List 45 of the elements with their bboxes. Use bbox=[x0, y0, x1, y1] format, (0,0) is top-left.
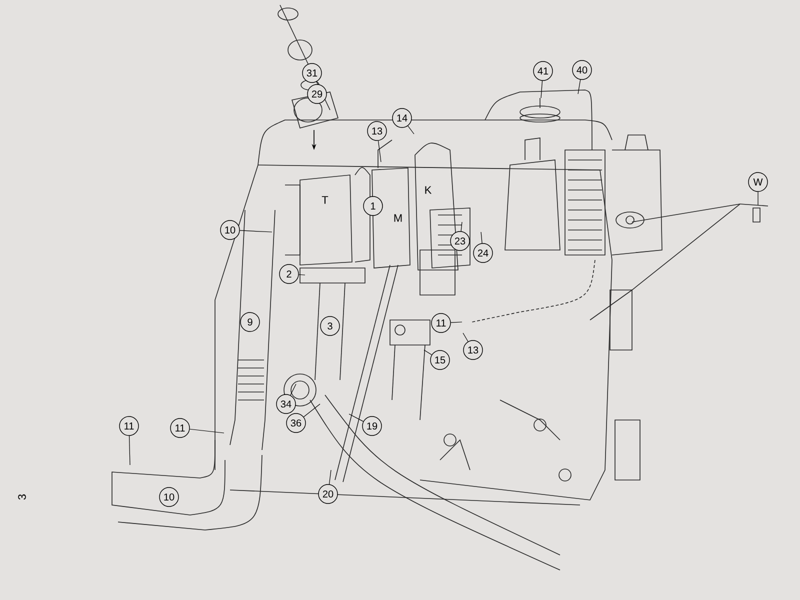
callout-number: 24 bbox=[473, 243, 493, 263]
leader-line bbox=[189, 428, 224, 434]
callout-number: 11 bbox=[170, 418, 190, 438]
part-letter: 3 bbox=[18, 494, 26, 500]
callout-number: 3 bbox=[320, 316, 340, 336]
leader-line bbox=[328, 470, 332, 485]
callout-number: 15 bbox=[430, 350, 450, 370]
callout-number: 41 bbox=[533, 61, 553, 81]
callout-number: 13 bbox=[367, 121, 387, 141]
callout-number: 10 bbox=[220, 220, 240, 240]
leader-line bbox=[240, 230, 272, 232]
callout-number: 11 bbox=[431, 313, 451, 333]
callout-number: W bbox=[748, 172, 768, 192]
callout-number: 1 bbox=[363, 196, 383, 216]
callout-number: 19 bbox=[362, 416, 382, 436]
callout-number: 31 bbox=[302, 63, 322, 83]
leader-line bbox=[578, 79, 581, 94]
callout-number: 36 bbox=[286, 413, 306, 433]
leader-line bbox=[540, 80, 543, 98]
leader-line bbox=[450, 322, 462, 323]
leader-line bbox=[408, 126, 414, 134]
leader-line bbox=[462, 332, 468, 342]
callout-number: 29 bbox=[307, 84, 327, 104]
callout-number: 34 bbox=[276, 394, 296, 414]
callout-number: 2 bbox=[279, 264, 299, 284]
callout-number: 23 bbox=[450, 231, 470, 251]
callout-number: 20 bbox=[318, 484, 338, 504]
callout-number: 10 bbox=[159, 487, 179, 507]
leader-line bbox=[424, 350, 432, 356]
leader-line bbox=[303, 404, 320, 418]
part-letter: M bbox=[394, 214, 402, 222]
callout-number: 11 bbox=[119, 416, 139, 436]
leader-line bbox=[128, 436, 130, 466]
callout-number: 9 bbox=[240, 312, 260, 332]
callout-number: 14 bbox=[392, 108, 412, 128]
leader-line bbox=[460, 222, 462, 232]
leader-line bbox=[378, 140, 382, 162]
part-letter: T bbox=[322, 196, 328, 204]
leader-line bbox=[290, 384, 296, 396]
leader-line bbox=[480, 232, 482, 244]
leader-line bbox=[298, 274, 306, 276]
leader-line bbox=[348, 414, 364, 422]
callout-number: 40 bbox=[572, 60, 592, 80]
part-letter: K bbox=[425, 186, 432, 194]
callout-number: 13 bbox=[463, 340, 483, 360]
